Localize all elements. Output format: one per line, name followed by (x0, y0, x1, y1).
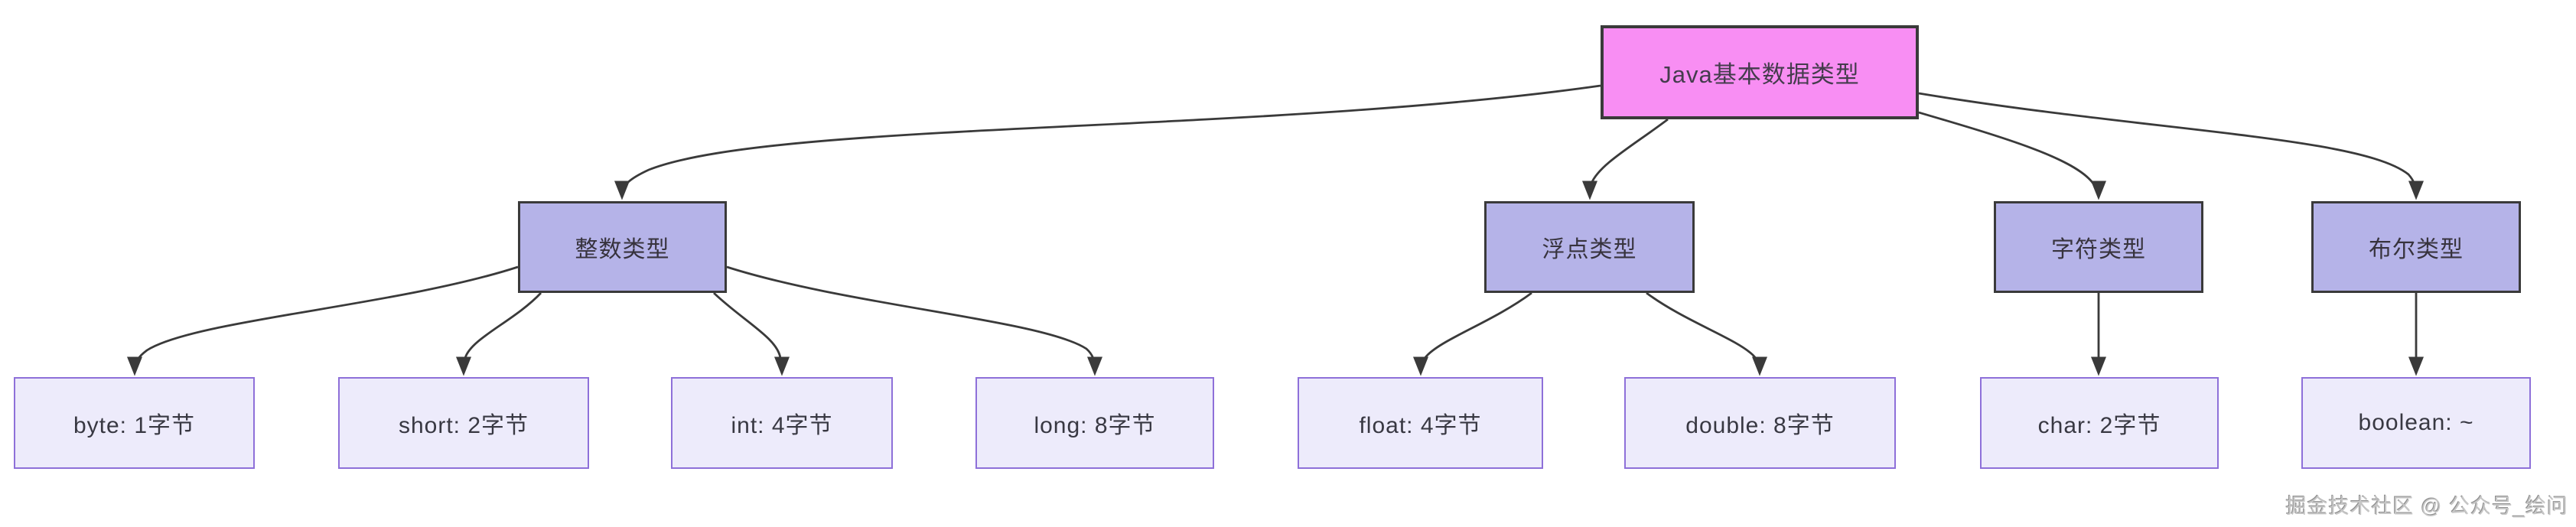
node-label: long: 8字节 (1034, 413, 1156, 438)
node-label: char: 2字节 (2037, 413, 2161, 438)
node-boolean: boolean: ~ (2301, 377, 2531, 469)
node-byte: byte: 1字节 (14, 377, 255, 469)
watermark: 掘金技术社区 @ 公众号_绘问 (2285, 495, 2568, 518)
node-short: short: 2字节 (338, 377, 589, 469)
node-long: long: 8字节 (975, 377, 1214, 469)
edge-float-double (1646, 291, 1768, 376)
node-java-basic-types: Java基本数据类型 (1601, 25, 1919, 119)
edge-integer-short (455, 292, 542, 376)
edge-root-char (1918, 111, 2107, 200)
node-label: double: 8字节 (1685, 413, 1835, 438)
edge-root-integer (614, 84, 1601, 200)
node-double: double: 8字节 (1624, 377, 1896, 469)
node-label: boolean: ~ (2358, 410, 2474, 435)
node-bool-type: 布尔类型 (2311, 201, 2521, 293)
node-label: float: 4字节 (1359, 413, 1482, 438)
node-float: float: 4字节 (1298, 377, 1543, 469)
node-label: 整数类型 (575, 237, 670, 262)
node-label: 浮点类型 (1542, 237, 1637, 262)
edge-integer-int (713, 291, 790, 376)
node-label: Java基本数据类型 (1659, 61, 1860, 88)
node-float-type: 浮点类型 (1484, 201, 1695, 293)
edge-root-float (1581, 118, 1669, 200)
node-label: 字符类型 (2051, 237, 2146, 262)
node-char-type: 字符类型 (1994, 201, 2203, 293)
node-char: char: 2字节 (1980, 377, 2219, 469)
node-int: int: 4字节 (671, 377, 893, 469)
node-label: 布尔类型 (2369, 237, 2464, 262)
edge-root-bool (1918, 92, 2425, 200)
edge-integer-long (726, 265, 1103, 376)
edge-float-float (1412, 291, 1532, 376)
node-label: short: 2字节 (398, 413, 529, 438)
edge-integer-byte (126, 265, 519, 376)
node-label: byte: 1字节 (73, 413, 196, 438)
node-label: int: 4字节 (731, 413, 833, 438)
node-integer-type: 整数类型 (518, 201, 727, 293)
